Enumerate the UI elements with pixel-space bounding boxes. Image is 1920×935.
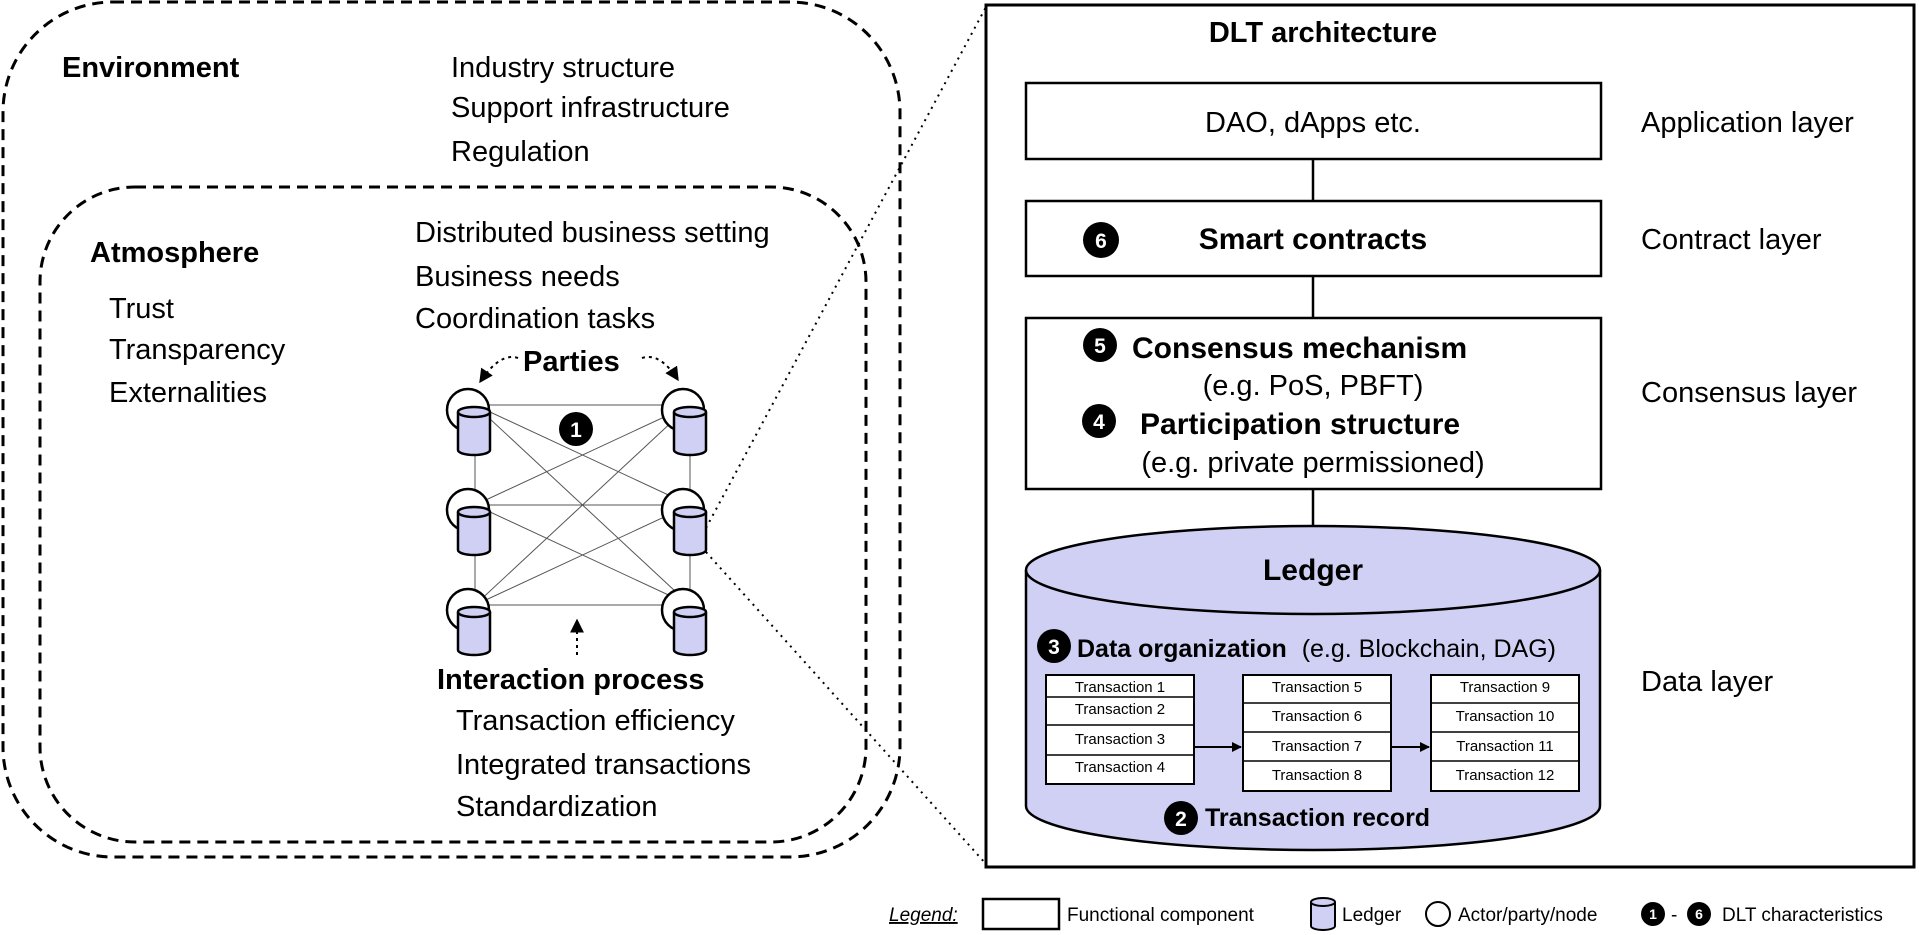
party-node [660, 587, 708, 657]
transaction-entry: Transaction 4 [1075, 759, 1165, 776]
contract-text: Smart contracts [1199, 223, 1427, 256]
parties-arrow-left [479, 356, 519, 384]
transaction-block: Transaction 5 Transaction 6 Transaction … [1242, 674, 1392, 792]
consensus-box [1024, 316, 1603, 491]
application-box [1024, 81, 1603, 161]
characteristic-badge: 3 [1037, 629, 1071, 663]
data-layer-label: Data layer [1641, 666, 1774, 698]
dlt-architecture-panel [984, 3, 1916, 869]
atmosphere-boundary [38, 185, 868, 844]
legend-label: Legend: [889, 905, 958, 926]
consensus-mechanism-sub: (e.g. PoS, PBFT) [1203, 370, 1424, 402]
actor-icon [1425, 901, 1451, 927]
legend-actor-text: Actor/party/node [1458, 905, 1597, 926]
transaction-entry: Transaction 12 [1456, 767, 1555, 784]
atmosphere-item: Coordination tasks [415, 303, 655, 335]
party-node [445, 487, 492, 557]
characteristic-badge: 1 [559, 412, 593, 446]
transaction-entry: Transaction 9 [1460, 679, 1550, 696]
application-layer-label: Application layer [1641, 107, 1854, 139]
transaction-entry: Transaction 1 [1075, 679, 1165, 696]
legend-badge: 1 [1641, 902, 1665, 926]
environment-item: Regulation [451, 136, 590, 168]
legend-dash: - [1671, 905, 1677, 926]
characteristic-badge: 4 [1082, 404, 1116, 438]
data-organization-sub: (e.g. Blockchain, DAG) [1302, 635, 1556, 663]
ledger-title: Ledger [1263, 554, 1363, 587]
zoom-line [705, 551, 987, 865]
consensus-layer-label: Consensus layer [1641, 377, 1857, 409]
interaction-label: Interaction process [437, 664, 705, 696]
legend-functional-text: Functional component [1067, 905, 1255, 926]
ledger-cylinder-top [1024, 524, 1602, 616]
atmosphere-item: Distributed business setting [415, 217, 770, 249]
environment-heading: Environment [62, 52, 240, 84]
transaction-block: Transaction 9 Transaction 10 Transaction… [1430, 674, 1580, 792]
atmosphere-heading: Atmosphere [90, 237, 259, 269]
legend-ledger-text: Ledger [1342, 905, 1402, 926]
interaction-item: Transaction efficiency [456, 705, 735, 737]
interaction-item: Standardization [456, 791, 658, 823]
legend-characteristics-text: DLT characteristics [1722, 905, 1883, 926]
party-node [660, 487, 708, 557]
participation-structure-title: Participation structure [1140, 408, 1460, 441]
characteristic-badge: 6 [1083, 222, 1119, 258]
legend-functional-swatch [981, 897, 1061, 931]
contract-layer-label: Contract layer [1641, 224, 1822, 256]
transaction-block: Transaction 1 Transaction 2 Transaction … [1045, 674, 1195, 785]
transaction-entry: Transaction 10 [1456, 708, 1555, 725]
atmosphere-item: Externalities [109, 377, 267, 409]
environment-boundary [1, 0, 902, 859]
atmosphere-item: Business needs [415, 261, 620, 293]
transaction-entry: Transaction 8 [1272, 767, 1362, 784]
parties-label: Parties [523, 346, 620, 378]
legend: Legend: Functional component Ledger Acto… [889, 897, 1883, 931]
transaction-entry: Transaction 2 [1075, 701, 1165, 718]
transaction-entry: Transaction 6 [1272, 708, 1362, 725]
party-node [660, 387, 708, 457]
transaction-entry: Transaction 5 [1272, 679, 1362, 696]
party-node [445, 587, 492, 657]
transaction-entry: Transaction 11 [1456, 738, 1554, 755]
svg-text:6: 6 [1095, 230, 1107, 253]
application-text: DAO, dApps etc. [1205, 107, 1421, 139]
svg-text:4: 4 [1093, 411, 1105, 434]
environment-item: Support infrastructure [451, 92, 730, 124]
contract-box [1024, 199, 1603, 278]
participation-structure-sub: (e.g. private permissioned) [1141, 447, 1484, 479]
data-organization-title: Data organization [1077, 635, 1287, 663]
svg-text:6: 6 [1695, 906, 1703, 922]
consensus-mechanism-title: Consensus mechanism [1132, 332, 1467, 365]
party-node [445, 387, 492, 457]
svg-text:1: 1 [570, 419, 582, 442]
dlt-title: DLT architecture [1209, 17, 1437, 49]
svg-text:2: 2 [1175, 808, 1187, 831]
transaction-entry: Transaction 7 [1272, 738, 1362, 755]
interaction-item: Integrated transactions [456, 749, 751, 781]
zoom-line [705, 6, 987, 529]
characteristic-badge: 2 [1164, 801, 1198, 835]
transaction-entry: Transaction 3 [1075, 731, 1165, 748]
parties-arrow-right [641, 356, 679, 382]
svg-text:5: 5 [1094, 335, 1106, 358]
atmosphere-item: Transparency [109, 334, 286, 366]
ledger-icon [1310, 897, 1336, 931]
transaction-record-label: Transaction record [1205, 804, 1430, 832]
svg-text:3: 3 [1048, 636, 1060, 659]
legend-badge: 6 [1687, 902, 1711, 926]
data-organization-label: Data organization (e.g. Blockchain, DAG) [1077, 635, 1556, 663]
atmosphere-item: Trust [109, 293, 174, 325]
characteristic-badge: 5 [1083, 328, 1117, 362]
environment-item: Industry structure [451, 52, 675, 84]
svg-text:1: 1 [1649, 906, 1657, 922]
